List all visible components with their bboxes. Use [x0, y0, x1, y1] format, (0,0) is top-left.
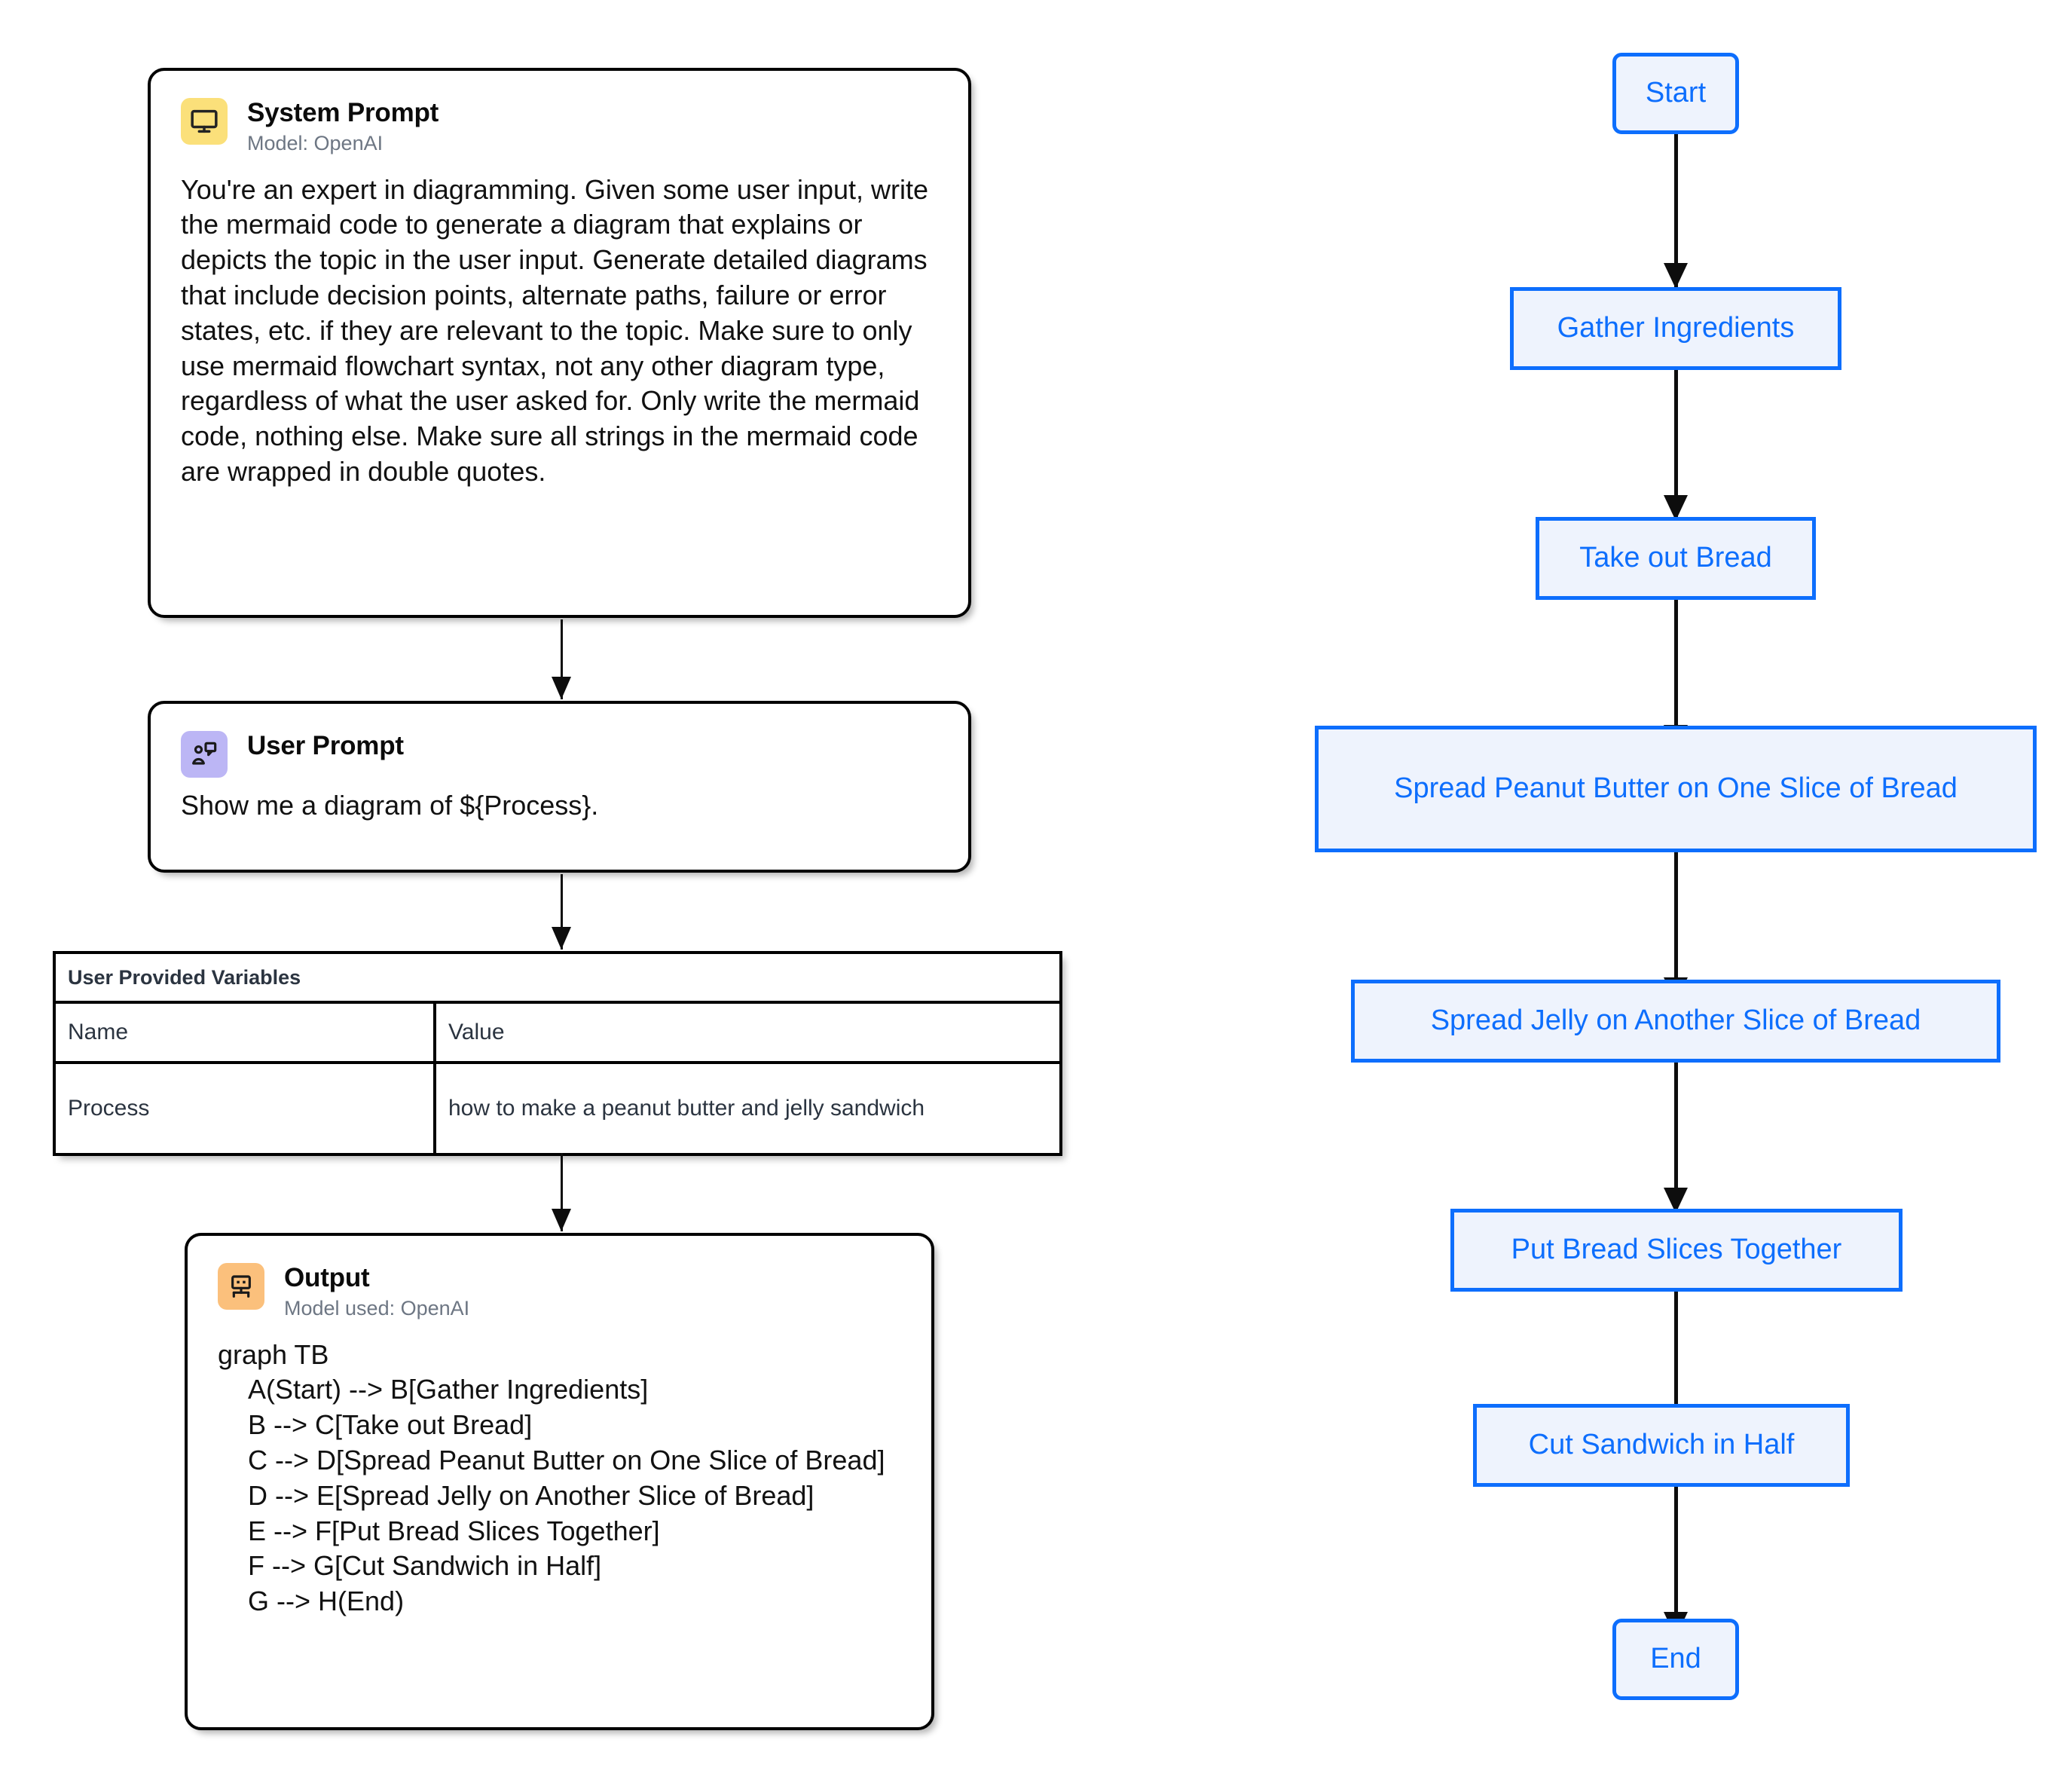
system-prompt-card[interactable]: System Prompt Model: OpenAI You're an ex…	[148, 68, 971, 618]
flow-node-spread-jelly-label: Spread Jelly on Another Slice of Bread	[1430, 1005, 1921, 1037]
user-prompt-header: User Prompt	[181, 729, 938, 778]
flow-node-gather-ingredients[interactable]: Gather Ingredients	[1510, 287, 1841, 370]
system-prompt-title: System Prompt	[247, 98, 439, 127]
flow-node-end[interactable]: End	[1612, 1619, 1739, 1700]
robot-icon	[218, 1263, 264, 1310]
column-header-value: Value	[448, 1020, 505, 1045]
table-row: Process how to make a peanut butter and …	[56, 1064, 1059, 1153]
user-prompt-body: Show me a diagram of ${Process}.	[181, 790, 599, 821]
output-title: Output	[284, 1263, 370, 1292]
system-prompt-body: You're an expert in diagramming. Given s…	[181, 173, 937, 487]
flow-node-take-out-bread-label: Take out Bread	[1579, 542, 1772, 574]
output-header: Output Model used: OpenAI	[218, 1261, 901, 1321]
flow-node-gather-ingredients-label: Gather Ingredients	[1557, 312, 1795, 344]
flow-node-spread-peanut-butter[interactable]: Spread Peanut Butter on One Slice of Bre…	[1315, 726, 2037, 852]
variable-name-cell: Process	[56, 1064, 436, 1153]
monitor-icon	[181, 98, 228, 145]
variables-table-header-row: Name Value	[56, 1004, 1059, 1064]
variable-value-cell: how to make a peanut butter and jelly sa…	[448, 1096, 925, 1121]
user-provided-variables-table: User Provided Variables Name Value Proce…	[53, 951, 1062, 1156]
column-header-name: Name	[56, 1004, 436, 1061]
system-prompt-model-label: Model: OpenAI	[247, 132, 384, 155]
flow-node-cut-sandwich-in-half[interactable]: Cut Sandwich in Half	[1473, 1404, 1850, 1487]
variables-table-title: User Provided Variables	[56, 954, 1059, 1004]
flow-node-spread-jelly[interactable]: Spread Jelly on Another Slice of Bread	[1351, 980, 2000, 1063]
user-prompt-title: User Prompt	[247, 731, 404, 760]
system-prompt-header: System Prompt Model: OpenAI	[181, 96, 938, 156]
flow-node-put-bread-slices-together-label: Put Bread Slices Together	[1511, 1234, 1842, 1266]
output-card[interactable]: Output Model used: OpenAI graph TB A(Sta…	[185, 1233, 934, 1730]
flow-node-start-label: Start	[1645, 77, 1707, 109]
output-model-label: Model used: OpenAI	[284, 1297, 470, 1320]
flow-node-start[interactable]: Start	[1612, 53, 1739, 134]
flow-node-end-label: End	[1650, 1643, 1701, 1675]
flow-node-spread-peanut-butter-label: Spread Peanut Butter on One Slice of Bre…	[1394, 772, 1958, 805]
output-mermaid-code: graph TB A(Start) --> B[Gather Ingredien…	[218, 1338, 885, 1617]
user-prompt-card[interactable]: User Prompt Show me a diagram of ${Proce…	[148, 701, 971, 873]
flow-node-cut-sandwich-in-half-label: Cut Sandwich in Half	[1528, 1429, 1795, 1461]
user-message-icon	[181, 731, 228, 778]
flow-node-put-bread-slices-together[interactable]: Put Bread Slices Together	[1450, 1209, 1903, 1292]
flow-node-take-out-bread[interactable]: Take out Bread	[1536, 517, 1816, 600]
